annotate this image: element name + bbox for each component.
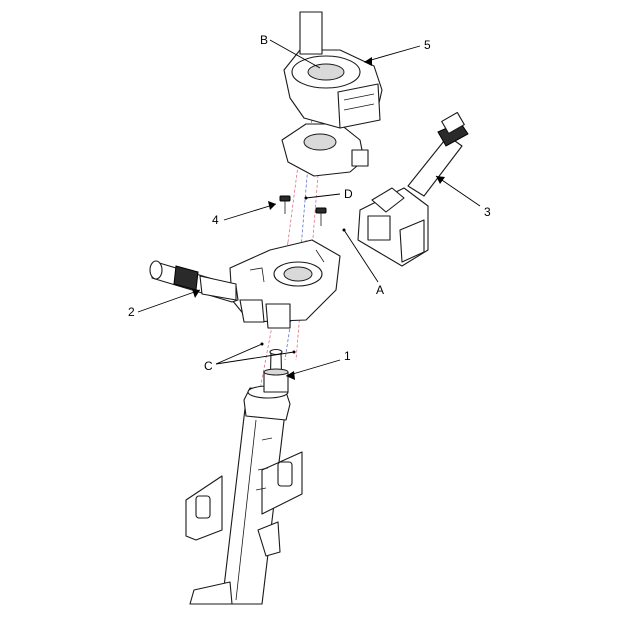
wiper-lever-switch: [149, 260, 239, 303]
callout-5: 5: [424, 38, 431, 52]
multifunction-switch-body: [229, 239, 341, 329]
callout-c: C: [204, 359, 213, 373]
callout-2: 2: [128, 305, 135, 319]
callout-labels: B 5 3 4 D A 2 C 1: [128, 33, 491, 373]
callout-leaders: [137, 39, 481, 380]
clock-spring-assembly: [283, 11, 383, 129]
callout-a: A: [376, 283, 384, 297]
mounting-screws: [279, 195, 327, 226]
steering-column-assembly: [185, 348, 303, 605]
callout-3: 3: [484, 205, 491, 219]
callout-b: B: [260, 33, 268, 47]
callout-d: D: [344, 187, 353, 201]
light-lever-switch: [357, 111, 469, 267]
clock-spring-cover: [281, 123, 369, 177]
callout-1: 1: [344, 349, 351, 363]
callout-4: 4: [212, 213, 219, 227]
